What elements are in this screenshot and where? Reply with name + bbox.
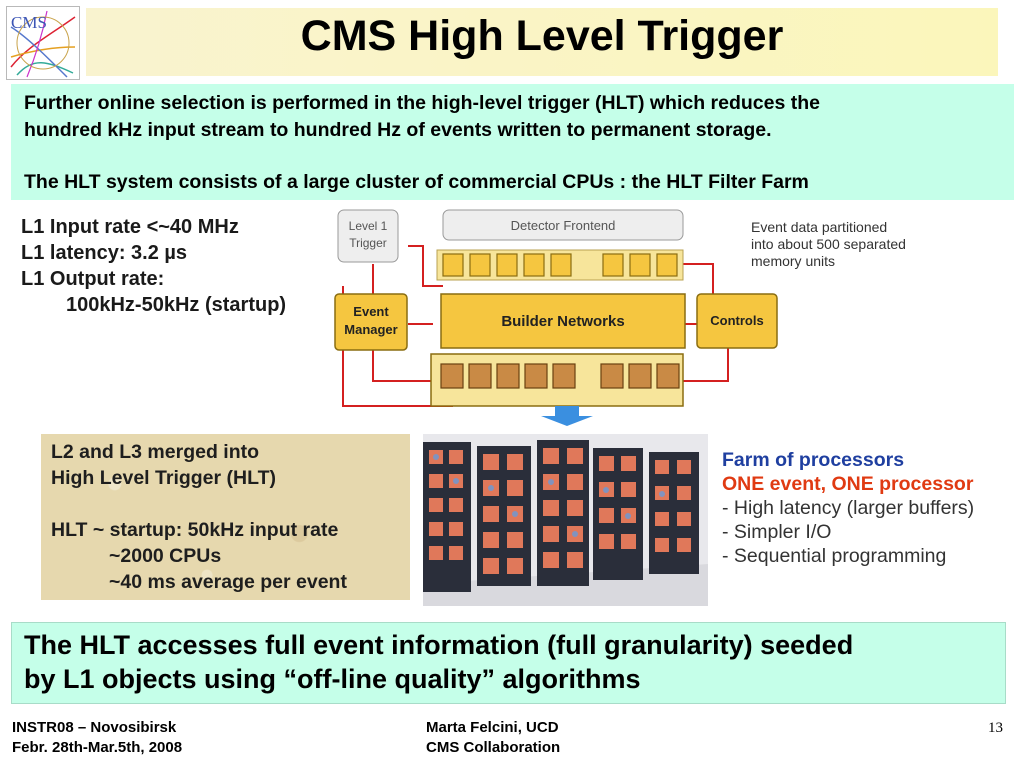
event-manager-label: Event [353, 304, 389, 319]
cms-logo-icon [7, 7, 79, 79]
hlt-line: High Level Trigger (HLT) [51, 467, 276, 489]
intro-line: hundred kHz input stream to hundred Hz o… [24, 119, 772, 141]
conclusion-box: The HLT accesses full event information … [11, 622, 1006, 704]
slide-title: CMS High Level Trigger [300, 12, 784, 60]
intro-line: Further online selection is performed in… [24, 92, 820, 114]
intro-box: Further online selection is performed in… [11, 84, 1014, 200]
detector-frontend-label: Detector Frontend [511, 218, 616, 233]
intro-line: The HLT system consists of a large clust… [24, 171, 809, 193]
l1-output-rate-value: 100kHz-50kHz (startup) [66, 294, 287, 316]
l1-output-rate-label: L1 Output rate: [21, 268, 165, 290]
conclusion-line: The HLT accesses full event information … [24, 630, 854, 660]
hlt-line: HLT ~ startup: 50kHz input rate [51, 519, 339, 541]
footer-author: Marta Felcini, UCD [426, 719, 559, 736]
title-bar [86, 8, 998, 76]
page-number: 13 [988, 720, 1003, 736]
cms-logo: CMS [6, 6, 80, 80]
hlt-line: ~40 ms average per event [109, 571, 347, 593]
farm-panel: Farm of processors ONE event, ONE proces… [714, 444, 996, 584]
l1-input-rate: L1 Input rate <~40 MHz [21, 216, 239, 238]
farm-subtitle: ONE event, ONE processor [722, 473, 974, 495]
footer-dates: Febr. 28th-Mar.5th, 2008 [12, 739, 183, 756]
farm-item: - Sequential programming [722, 545, 947, 567]
footer-conference: INSTR08 – Novosibirsk [12, 719, 177, 736]
logo-text: CMS [11, 13, 47, 32]
level1-trigger-label: Level 1 [349, 219, 388, 233]
level1-trigger-label: Trigger [349, 236, 387, 250]
controls-label: Controls [710, 313, 763, 328]
footer-collaboration: CMS Collaboration [426, 739, 561, 756]
farm-item: - Simpler I/O [722, 521, 832, 543]
processor-farm-photo [423, 434, 708, 606]
event-data-note: into about 500 separated [751, 236, 906, 252]
farm-title: Farm of processors [722, 449, 905, 471]
event-data-note: Event data partitioned [751, 219, 887, 235]
hlt-line: L2 and L3 merged into [51, 441, 260, 463]
l1-latency: L1 latency: 3.2 µs [21, 242, 188, 264]
event-manager-label: Manager [344, 322, 397, 337]
farm-item: - High latency (larger buffers) [722, 497, 975, 519]
event-data-note: memory units [751, 253, 835, 269]
conclusion-line: by L1 objects using “off-line quality” a… [24, 664, 641, 694]
hlt-summary-box: L2 and L3 merged into High Level Trigger… [41, 434, 410, 600]
hlt-line: ~2000 CPUs [109, 545, 222, 567]
daq-diagram: Level 1 Trigger Detector Frontend Event … [334, 209, 906, 426]
builder-networks-label: Builder Networks [501, 313, 624, 330]
